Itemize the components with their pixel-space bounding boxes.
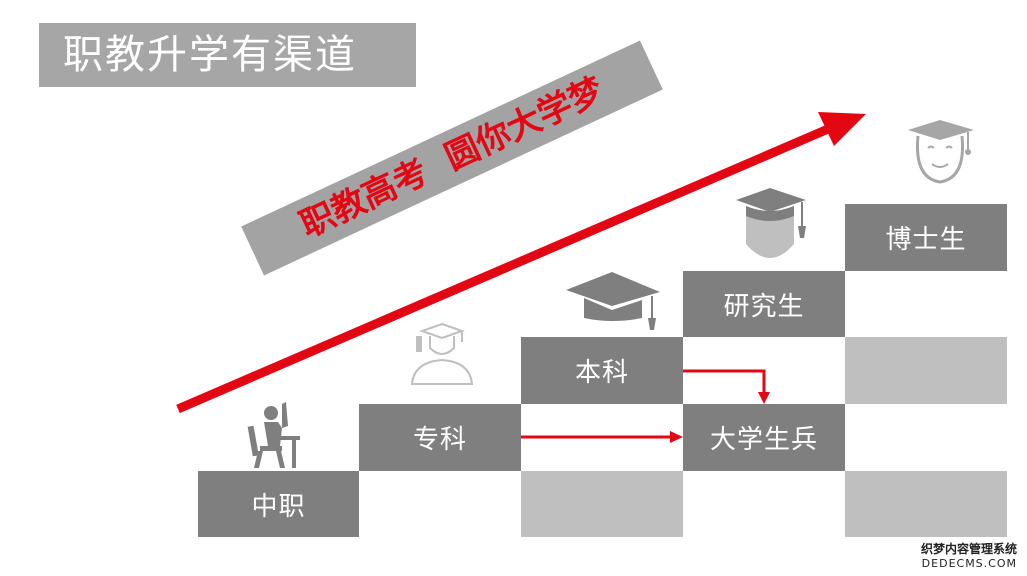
step-label-zhongzhi: 中职: [251, 491, 306, 522]
graduate-bust-icon: [736, 188, 806, 258]
rising-arrow-head: [818, 112, 866, 146]
benke-to-bing-line: [683, 369, 766, 394]
step-label-daxueshengbing: 大学生兵: [709, 425, 818, 455]
step-zhuanke-cell: [359, 404, 521, 471]
step-fill-cell: [521, 471, 683, 537]
doctor-face-icon: [908, 120, 974, 184]
student-desk-icon: [247, 402, 300, 468]
watermark: 织梦内容管理系统 DEDECMS.COM: [920, 540, 1017, 570]
rising-arrow-shaft: [176, 124, 830, 414]
step-fill-cell: [845, 337, 1007, 404]
page-title: 职教升学有渠道: [39, 23, 416, 87]
mortarboard-icon: [566, 272, 660, 330]
step-daxueshengbing-cell: [683, 404, 845, 471]
step-zhongzhi-cell: [198, 471, 359, 537]
zhuanke-to-bing-arrowhead: [670, 431, 683, 443]
watermark-line2: DEDECMS.COM: [921, 557, 1017, 570]
step-label-yanjiusheng: 研究生: [723, 291, 805, 322]
small-graduate-icon: [410, 322, 474, 385]
watermark-line1: 织梦内容管理系统: [920, 540, 1017, 557]
step-yanjiusheng-cell: [683, 271, 845, 337]
step-benke-cell: [521, 337, 683, 404]
step-label-benke: 本科: [574, 358, 629, 388]
step-boshisheng-cell: [845, 204, 1007, 271]
step-fill-cell: [845, 471, 1007, 537]
step-label-zhuanke: 专科: [412, 425, 467, 455]
benke-to-bing-arrowhead: [758, 392, 770, 404]
step-label-boshisheng: 博士生: [885, 225, 967, 255]
